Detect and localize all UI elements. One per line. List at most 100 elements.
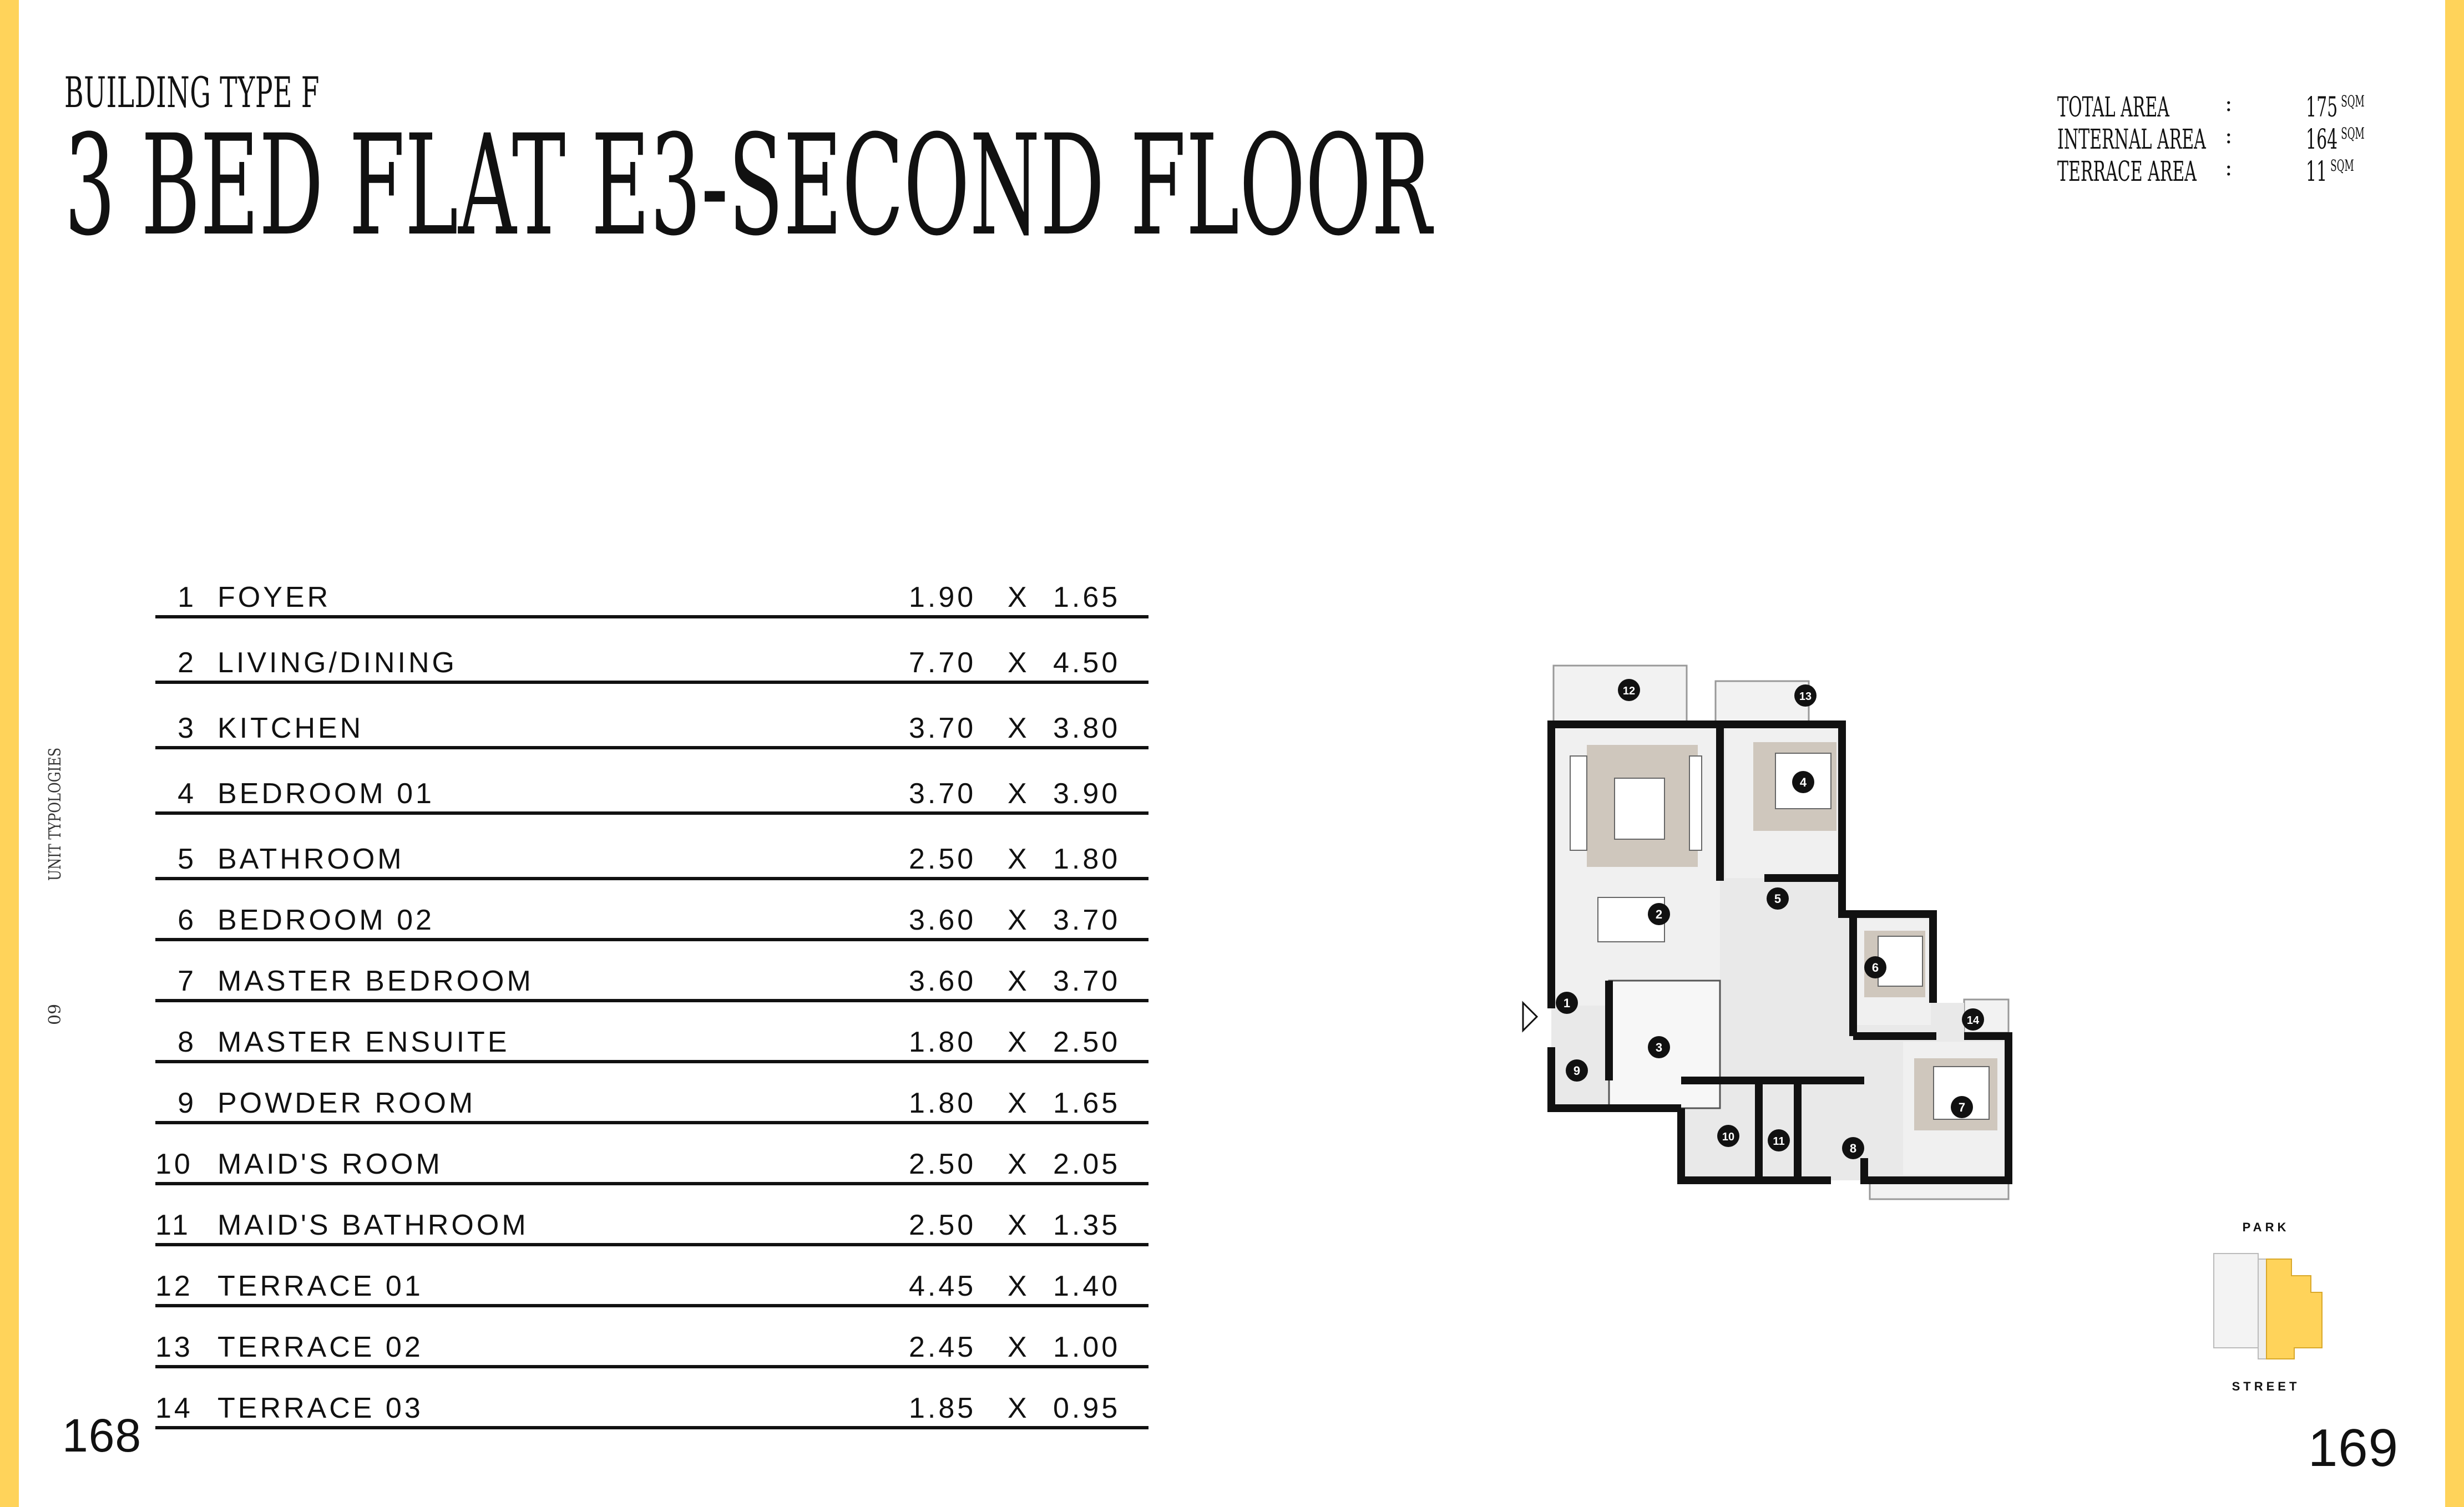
key-plan-bottom-label: STREET (2232, 1379, 2300, 1393)
entrance-arrow-icon (1522, 1001, 1539, 1033)
room-number: 6 (178, 904, 196, 936)
table-row: 12 TERRACE 01 4.45 X 1.40 (155, 1246, 1148, 1307)
room-length: 3.70 (1053, 965, 1121, 997)
room-number: 14 (155, 1392, 193, 1424)
room-width: 1.85 (909, 1392, 977, 1424)
svg-text:12: 12 (1623, 685, 1635, 697)
svg-text:13: 13 (1799, 691, 1812, 703)
plan-marker-6: 6 (1864, 956, 1886, 978)
plan-marker-12: 12 (1618, 679, 1640, 701)
room-times: X (1008, 1270, 1030, 1302)
plan-marker-3: 3 (1648, 1036, 1670, 1058)
room-times: X (1008, 1331, 1030, 1363)
room-width: 3.70 (909, 778, 977, 810)
room-times: X (1008, 778, 1030, 810)
room-width: 2.50 (909, 1209, 977, 1241)
area-value-number: 164 (2306, 123, 2338, 155)
svg-text:9: 9 (1573, 1064, 1580, 1078)
svg-text:6: 6 (1872, 961, 1879, 975)
room-width: 2.45 (909, 1331, 977, 1363)
area-unit: SQM (2341, 124, 2365, 143)
room-width: 2.50 (909, 1148, 977, 1180)
room-name: TERRACE 01 (217, 1270, 423, 1302)
svg-text:14: 14 (1967, 1014, 1980, 1027)
room-name: MAID'S ROOM (217, 1148, 443, 1180)
room-name: POWDER ROOM (217, 1087, 476, 1119)
room-name: LIVING/DINING (217, 647, 457, 679)
plan-marker-5: 5 (1767, 887, 1789, 910)
room-length: 1.65 (1053, 581, 1121, 613)
room-length: 3.90 (1053, 778, 1121, 810)
room-name: MAID'S BATHROOM (217, 1209, 529, 1241)
area-unit: SQM (2330, 156, 2354, 175)
room-times: X (1008, 1209, 1030, 1241)
plan-marker-8: 8 (1842, 1137, 1864, 1159)
room-length: 3.80 (1053, 712, 1121, 744)
area-value-number: 175 (2306, 91, 2338, 123)
plan-marker-13: 13 (1794, 684, 1817, 707)
room-times: X (1008, 1026, 1030, 1058)
svg-text:5: 5 (1774, 892, 1781, 906)
room-times: X (1008, 1087, 1030, 1119)
area-colon: : (2225, 123, 2233, 149)
key-plan-top-label: PARK (2242, 1220, 2290, 1234)
room-width: 1.80 (909, 1026, 977, 1058)
area-value-number: 11 (2306, 155, 2328, 187)
room-length: 4.50 (1053, 647, 1121, 679)
room-width: 3.60 (909, 965, 977, 997)
room-number: 11 (155, 1209, 191, 1241)
room-width: 3.60 (909, 904, 977, 936)
room-length: 1.40 (1053, 1270, 1121, 1302)
room-width: 7.70 (909, 647, 977, 679)
page-title: 3 BED FLAT E3-SECOND FLOOR (64, 105, 1432, 266)
room-width: 1.90 (909, 581, 977, 613)
room-name: FOYER (217, 581, 331, 613)
room-number: 7 (178, 965, 196, 997)
room-width: 4.45 (909, 1270, 977, 1302)
room-number: 12 (155, 1270, 193, 1302)
plan-marker-11: 11 (1768, 1129, 1790, 1151)
left-accent-bar (0, 0, 19, 1507)
walls (1547, 720, 2012, 1184)
room-name: BEDROOM 01 (217, 778, 434, 810)
sofa (1570, 755, 1587, 851)
area-colon: : (2225, 91, 2233, 116)
room-length: 1.00 (1053, 1331, 1121, 1363)
room-number: 5 (178, 843, 196, 875)
media-unit (1689, 755, 1702, 851)
plan-marker-7: 7 (1951, 1096, 1973, 1118)
table-row: 1 FOYER 1.90 X 1.65 (155, 557, 1148, 618)
key-plan-highlight (2266, 1259, 2323, 1359)
room-name: BATHROOM (217, 843, 404, 875)
room-width: 3.70 (909, 712, 977, 744)
room-length: 2.05 (1053, 1148, 1121, 1180)
plan-marker-1: 1 (1556, 992, 1578, 1014)
svg-text:8: 8 (1850, 1141, 1856, 1155)
room-times: X (1008, 965, 1030, 997)
room-width: 2.50 (909, 843, 977, 875)
room-number: 1 (178, 581, 196, 613)
room-number: 3 (178, 712, 196, 744)
room-number: 9 (178, 1087, 196, 1119)
area-unit: SQM (2341, 92, 2365, 111)
room-number: 2 (178, 647, 196, 679)
key-plan (2213, 1253, 2323, 1359)
page-number-right: 169 (2308, 1418, 2399, 1478)
room-number: 8 (178, 1026, 196, 1058)
room-times: X (1008, 581, 1030, 613)
svg-text:3: 3 (1656, 1041, 1662, 1054)
plan-marker-14: 14 (1962, 1008, 1984, 1031)
svg-text:2: 2 (1656, 907, 1662, 921)
